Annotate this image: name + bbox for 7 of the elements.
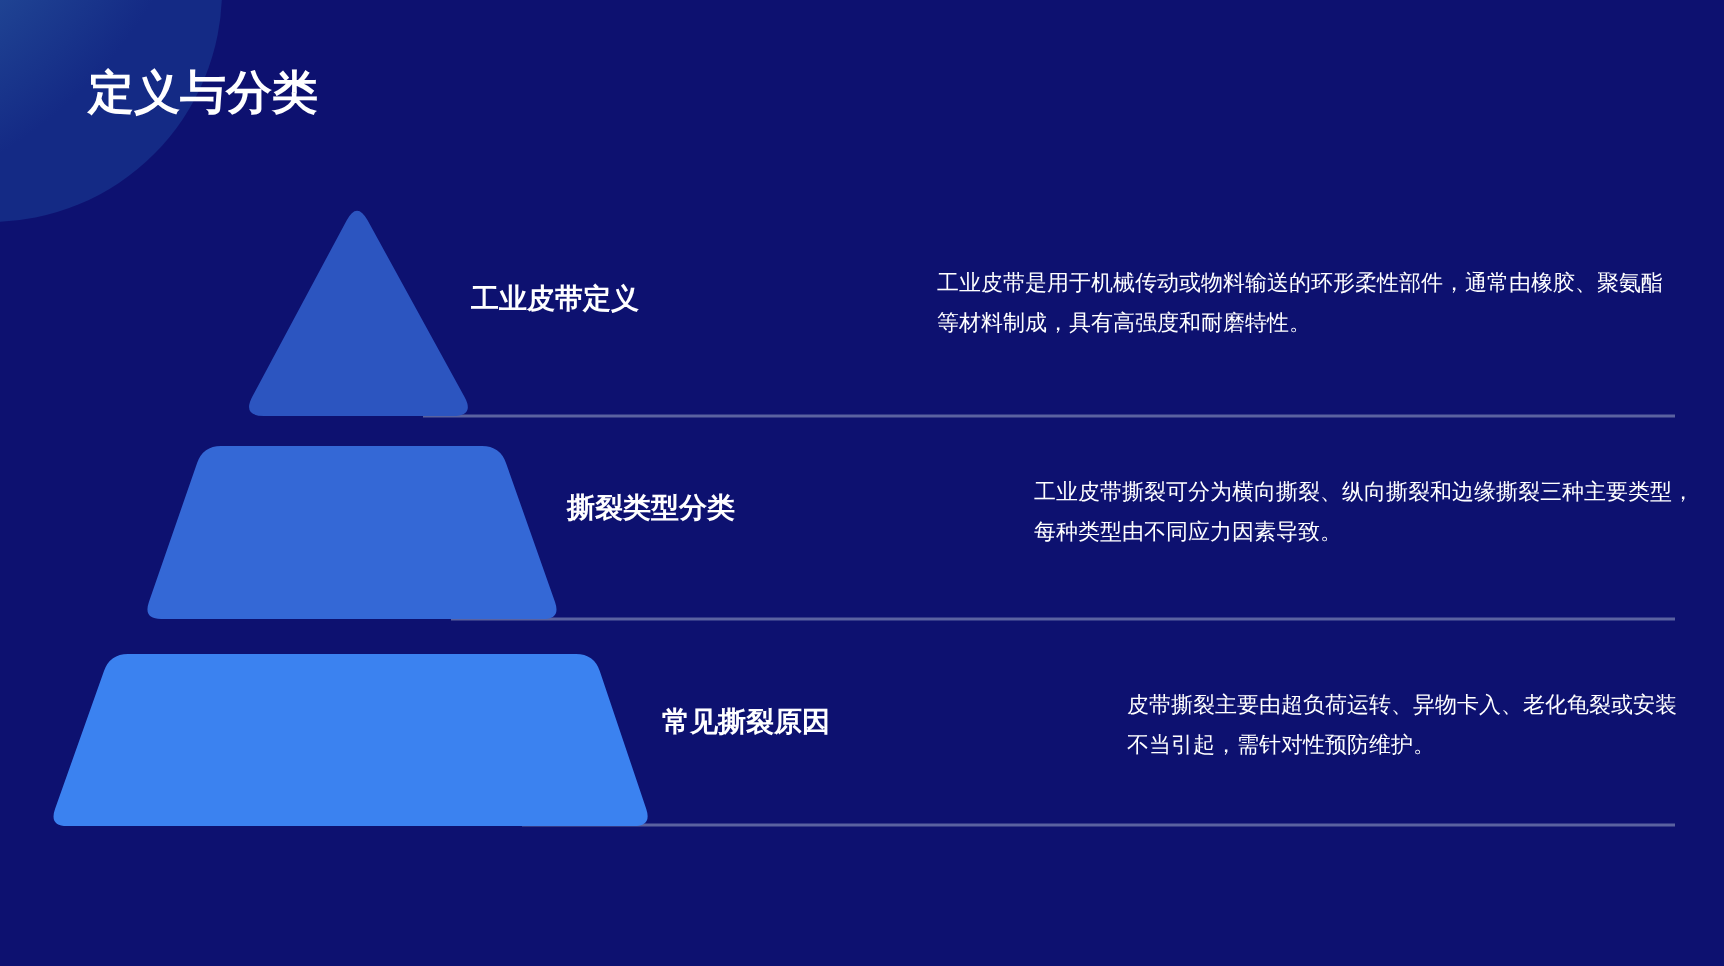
tier-heading: 工业皮带定义 (471, 281, 639, 317)
tier-description: 皮带撕裂主要由超负荷运转、异物卡入、老化龟裂或安装不当引起，需针对性预防维护。 (1127, 691, 1678, 759)
tier-heading: 常见撕裂原因 (662, 704, 830, 740)
slide-title: 定义与分类 (88, 64, 318, 121)
tier-heading: 撕裂类型分类 (567, 490, 735, 526)
tier-description: 工业皮带撕裂可分为横向撕裂、纵向撕裂和边缘撕裂三种主要类型，每种类型由不同应力因素导致。 (1034, 478, 1694, 546)
tier-description: 工业皮带是用于机械传动或物料输送的环形柔性部件，通常由橡胶、聚氨酯等材料制成，具有高强度和耐磨特性。 (937, 269, 1664, 337)
